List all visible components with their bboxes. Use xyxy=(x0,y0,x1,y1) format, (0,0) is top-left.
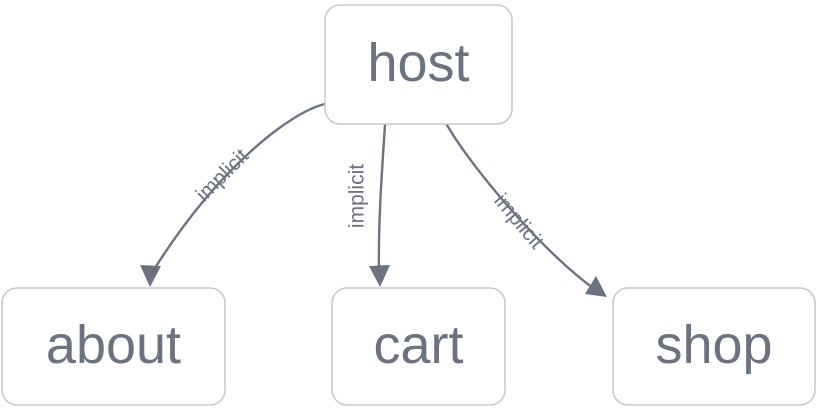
node-box-about xyxy=(1,287,226,406)
node-box-cart xyxy=(331,287,506,406)
edge-label-host-cart: implicit xyxy=(346,164,369,228)
node-label-shop: shop xyxy=(655,315,772,375)
arrowhead-icon-host-cart xyxy=(369,265,390,287)
node-box-shop xyxy=(612,287,816,406)
edge-label-host-shop: implicit xyxy=(489,189,548,253)
arrowhead-icon-host-shop xyxy=(585,276,607,297)
edge-line-host-shop xyxy=(445,123,599,293)
edges-layer xyxy=(140,102,607,297)
node-label-cart: cart xyxy=(373,315,463,375)
node-cart[interactable]: cart xyxy=(331,287,506,406)
edge-label-host-about: implicit xyxy=(192,144,254,206)
node-box-host xyxy=(324,4,513,125)
node-label-host: host xyxy=(367,33,469,93)
edge-line-host-cart xyxy=(377,123,387,277)
edge-host-cart[interactable] xyxy=(369,123,390,287)
edge-labels-layer: implicit implicit implicit xyxy=(192,144,549,253)
node-label-about: about xyxy=(46,315,181,375)
node-host[interactable]: host xyxy=(324,4,513,125)
edge-line-host-about xyxy=(148,102,327,278)
node-shop[interactable]: shop xyxy=(612,287,816,406)
arrowhead-icon-host-about xyxy=(140,265,161,287)
nodes-layer: host about cart shop xyxy=(1,4,816,406)
edge-host-shop[interactable] xyxy=(445,123,607,297)
node-about[interactable]: about xyxy=(1,287,226,406)
edge-host-about[interactable] xyxy=(140,102,327,287)
